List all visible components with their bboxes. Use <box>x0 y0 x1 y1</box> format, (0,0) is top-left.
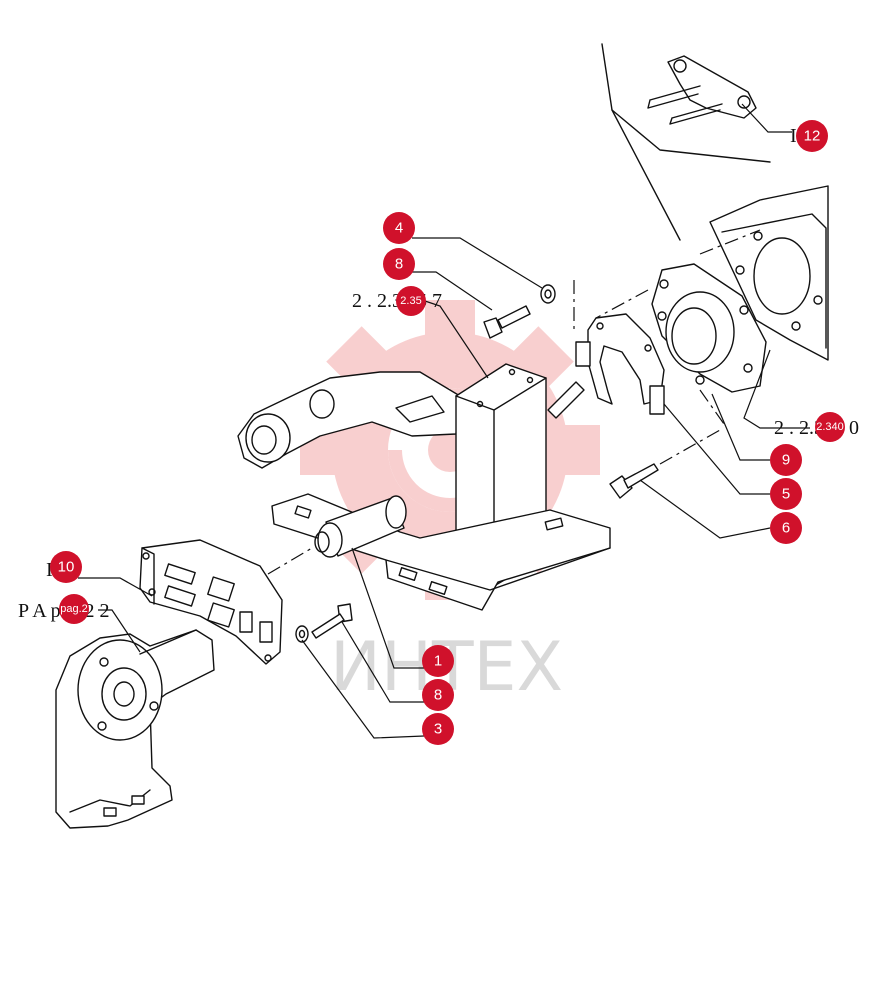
callout-5[interactable]: 5 <box>770 478 802 510</box>
ref-badge-left <box>59 594 89 624</box>
bearing-flange-9 <box>651 263 767 393</box>
ref-badge-right-text: 2.340 <box>816 421 844 433</box>
washer-3 <box>295 625 309 643</box>
svg-text:3: 3 <box>434 721 442 738</box>
callout-12[interactable]: 12 <box>796 120 828 152</box>
svg-text:8: 8 <box>395 256 403 273</box>
callout-8-bottom[interactable]: 8 <box>422 679 454 711</box>
svg-text:5: 5 <box>782 486 790 503</box>
svg-text:12: 12 <box>804 128 821 145</box>
callout-9[interactable]: 9 <box>770 444 802 476</box>
support-casting <box>55 629 215 829</box>
bolt-8-top <box>483 305 531 339</box>
callout-10[interactable]: 10 <box>50 551 82 583</box>
callout-1[interactable]: 1 <box>422 645 454 677</box>
ref-prefix-12: I <box>790 125 797 147</box>
callout-8-top[interactable]: 8 <box>383 248 415 280</box>
mounting-plate-10 <box>139 539 283 665</box>
clamp-ring-5 <box>575 313 665 415</box>
svg-text:9: 9 <box>782 452 790 469</box>
callout-6[interactable]: 6 <box>770 512 802 544</box>
callout-4[interactable]: 4 <box>383 212 415 244</box>
ref-badge-left-text: pag.2 <box>60 603 88 615</box>
svg-text:10: 10 <box>58 559 75 576</box>
bracket-part-12 <box>647 55 757 125</box>
svg-text:4: 4 <box>395 220 403 237</box>
bolt-8-bottom <box>311 603 353 639</box>
gearbox-housing <box>709 185 829 361</box>
svg-text:8: 8 <box>434 687 442 704</box>
bolt-6 <box>609 463 659 499</box>
leader-lines <box>78 237 810 739</box>
ref-badge-top-text: 2.35 <box>400 295 421 307</box>
callout-3[interactable]: 3 <box>422 713 454 745</box>
ref-badge-right <box>815 412 845 442</box>
svg-text:6: 6 <box>782 520 790 537</box>
ref-badge-top <box>396 286 426 316</box>
pin-shaft-1 <box>314 495 407 558</box>
ref-prefix-10: I <box>46 559 53 581</box>
washer-4 <box>540 284 556 304</box>
leader-12 <box>741 103 792 133</box>
svg-text:1: 1 <box>434 653 442 670</box>
